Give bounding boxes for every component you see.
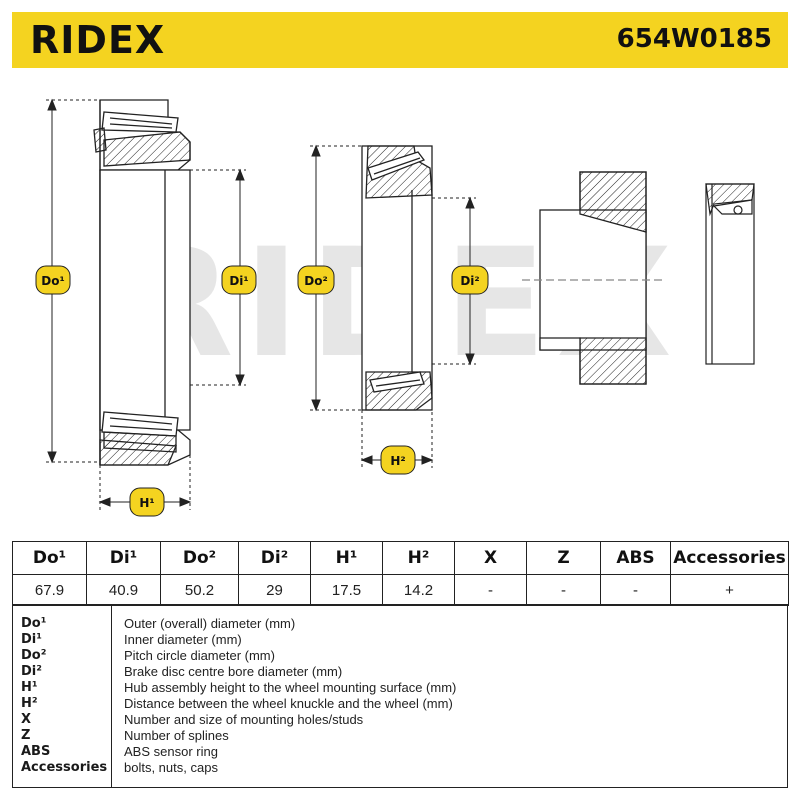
spec-header-row: Do¹ Di¹ Do² Di² H¹ H² X Z ABS Accessorie… [12, 541, 789, 575]
header-bar: RIDEX 654W0185 [12, 12, 788, 68]
label-di2: Di² [460, 274, 479, 288]
legend-code: Do¹ [21, 616, 47, 631]
legend-description: Hub assembly height to the wheel mountin… [124, 680, 457, 695]
label-h2-badge [380, 445, 416, 475]
spec-value-cell: 67.9 [12, 574, 87, 606]
spec-header-cell: H² [382, 541, 455, 575]
spec-value-cell: 29 [238, 574, 311, 606]
spec-value-cell: - [600, 574, 671, 606]
label-do1: Do¹ [41, 274, 64, 288]
legend-description: ABS sensor ring [124, 744, 218, 759]
legend-code: X [21, 712, 32, 727]
technical-drawing: RIDEX [12, 68, 788, 540]
legend-row: Di² Brake disc centre bore diameter (mm) [13, 664, 787, 680]
brand-logo: RIDEX [30, 18, 166, 62]
label-h2: H² [390, 454, 405, 468]
legend-row: H¹ Hub assembly height to the wheel moun… [13, 680, 787, 696]
spec-value-cell: + [670, 574, 789, 606]
legend-description: bolts, nuts, caps [124, 760, 218, 775]
label-di1: Di¹ [229, 274, 248, 288]
legend-description: Outer (overall) diameter (mm) [124, 616, 296, 631]
dimension-h2 [360, 400, 434, 468]
spec-value-row: 67.9 40.9 50.2 29 17.5 14.2 - - - + [12, 574, 789, 606]
legend-row: X Number and size of mounting holes/stud… [13, 712, 787, 728]
legend-code: Di² [21, 664, 42, 679]
legend-row: Z Number of splines [13, 728, 787, 744]
label-di2-badge [451, 265, 489, 295]
spec-value-cell: - [526, 574, 601, 606]
legend-code: Z [21, 728, 31, 743]
drawing-canvas: RIDEX [35, 98, 755, 517]
spec-header-cell: Do² [160, 541, 239, 575]
bearing-2 [361, 145, 433, 411]
spec-value-cell: 17.5 [310, 574, 383, 606]
label-di1-badge [221, 265, 257, 295]
label-h1: H¹ [139, 496, 154, 510]
spec-header-cell: Do¹ [12, 541, 87, 575]
legend-code: H¹ [21, 680, 38, 695]
legend-code: H² [21, 696, 38, 711]
legend-row: Do¹ Outer (overall) diameter (mm) [13, 616, 787, 632]
legend-row: ABS ABS sensor ring [13, 744, 787, 760]
label-do2: Do² [304, 274, 327, 288]
legend-description: Inner diameter (mm) [124, 632, 242, 647]
legend-box: Do¹ Outer (overall) diameter (mm) Di¹ In… [12, 604, 788, 788]
spec-header-cell: Di² [238, 541, 311, 575]
legend-row: Di¹ Inner diameter (mm) [13, 632, 787, 648]
spec-table: Do¹ Di¹ Do² Di² H¹ H² X Z ABS Accessorie… [12, 541, 789, 606]
spec-header-cell: Di¹ [86, 541, 161, 575]
spindle-nut-drawing [522, 171, 664, 385]
legend-code: Accessories [21, 760, 108, 775]
spec-header-cell: ABS [600, 541, 671, 575]
legend-code: Do² [21, 648, 47, 663]
legend-description: Pitch circle diameter (mm) [124, 648, 275, 663]
label-h1-badge [129, 487, 165, 517]
label-do2-badge [297, 265, 335, 295]
seal-ring-drawing [705, 183, 755, 365]
legend-description: Brake disc centre bore diameter (mm) [124, 664, 343, 679]
spec-value-cell: 40.9 [86, 574, 161, 606]
legend-description: Number and size of mounting holes/studs [124, 712, 364, 727]
spec-header-cell: H¹ [310, 541, 383, 575]
legend-description: Distance between the wheel knuckle and t… [124, 696, 453, 711]
legend-divider [111, 605, 112, 787]
spec-value-cell: 50.2 [160, 574, 239, 606]
legend-code: Di¹ [21, 632, 42, 647]
legend-row: H² Distance between the wheel knuckle an… [13, 696, 787, 712]
legend-description: Number of splines [124, 728, 229, 743]
spec-header-cell: Z [526, 541, 601, 575]
legend-code: ABS [21, 744, 51, 759]
spec-value-cell: - [454, 574, 527, 606]
part-number: 654W0185 [616, 24, 772, 54]
legend-row: Do² Pitch circle diameter (mm) [13, 648, 787, 664]
bearing-1 [93, 99, 191, 466]
label-do1-badge [35, 265, 71, 295]
spec-header-cell: X [454, 541, 527, 575]
legend-row: Accessories bolts, nuts, caps [13, 760, 787, 776]
spec-header-cell: Accessories [670, 541, 789, 575]
spec-value-cell: 14.2 [382, 574, 455, 606]
